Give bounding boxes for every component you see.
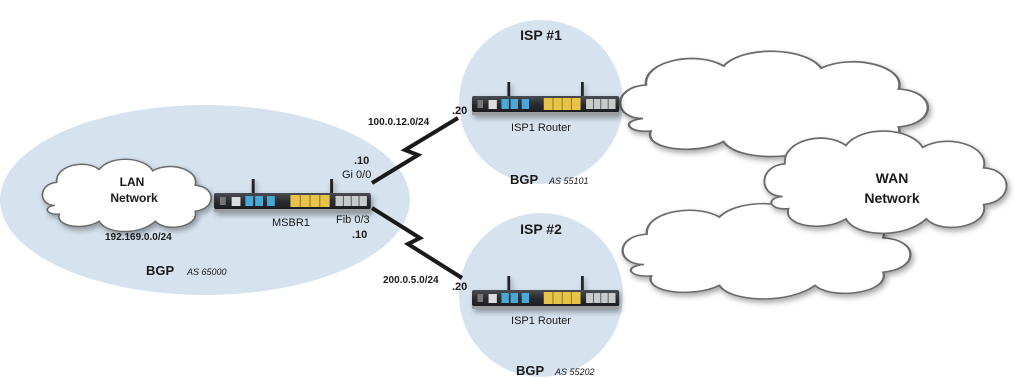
isp2-router-ip: .20 xyxy=(452,281,467,293)
lan-subnet: 192.169.0.0/24 xyxy=(105,232,172,243)
link-msbr-isp1 xyxy=(370,116,460,185)
as65000-bgp: BGP xyxy=(146,263,175,278)
link-msbr-isp2 xyxy=(370,206,464,280)
lan-label-line2: Network xyxy=(110,191,158,205)
isp2-bgp: BGP xyxy=(516,363,545,378)
msbr1-gi-port: Gi 0/0 xyxy=(342,169,371,181)
isp2-router-label: ISP1 Router xyxy=(511,315,571,327)
isp1-subnet: 100.0.12.0/24 xyxy=(368,117,430,128)
isp1-title: ISP #1 xyxy=(520,27,562,43)
isp1-bgp: BGP xyxy=(510,172,539,187)
isp1-as: AS 55101 xyxy=(548,176,589,186)
lan-label-line1: LAN xyxy=(120,175,145,189)
msbr1-fib-port: Fib 0/3 xyxy=(336,214,370,226)
msbr1-gi-ip: .10 xyxy=(354,155,369,167)
msbr1-label: MSBR1 xyxy=(272,217,310,229)
isp2-subnet: 200.0.5.0/24 xyxy=(383,275,439,286)
isp1-router-ip: .20 xyxy=(452,105,467,117)
wan-label-line2: Network xyxy=(864,190,919,206)
as65000-as: AS 65000 xyxy=(186,267,227,277)
msbr1-fib-ip: .10 xyxy=(352,229,367,241)
isp2-title: ISP #2 xyxy=(520,221,562,237)
isp1-router-label: ISP1 Router xyxy=(511,122,571,134)
wan-label-line1: WAN xyxy=(876,170,909,186)
isp2-as: AS 55202 xyxy=(554,367,595,377)
